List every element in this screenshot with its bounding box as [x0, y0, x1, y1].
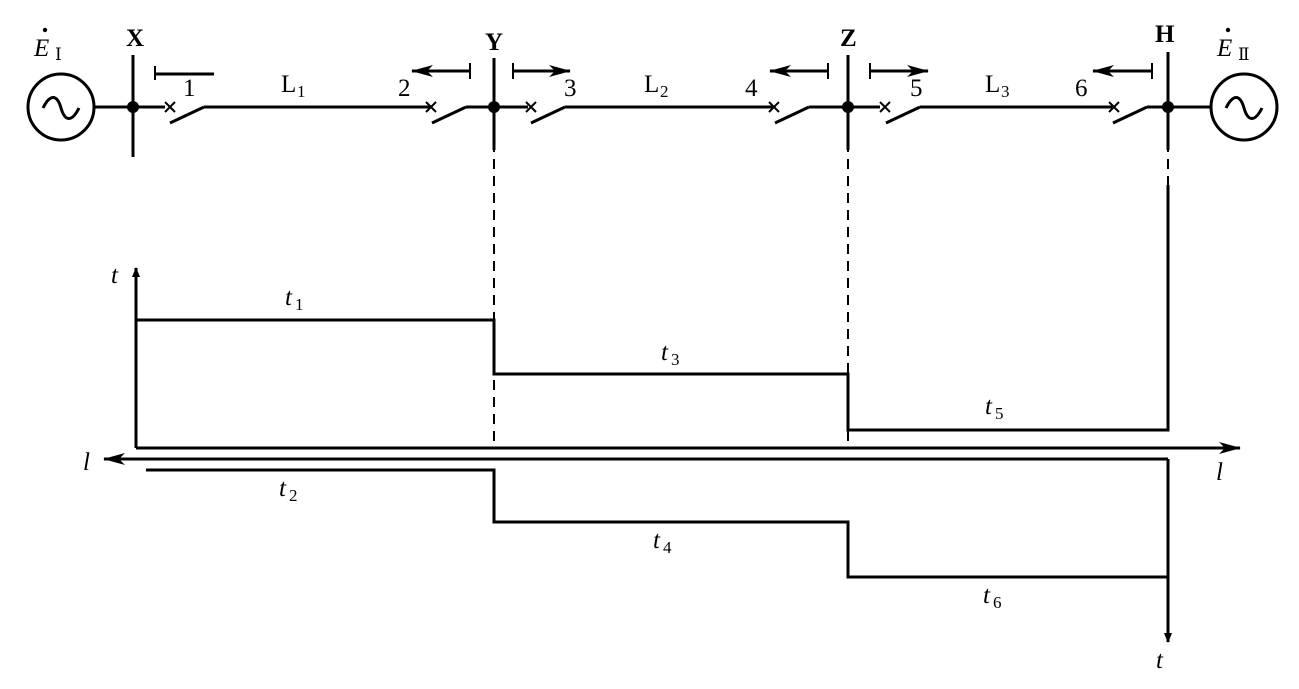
breaker-2-label: 2	[398, 75, 411, 102]
bus-h: H	[1155, 21, 1175, 150]
line-l2-label: L	[644, 71, 659, 98]
lower-t-axis-label: t	[1156, 647, 1164, 674]
source-e1-dot-accent	[42, 27, 48, 33]
breaker-4: 4	[745, 75, 810, 125]
breaker-2: 2	[398, 75, 467, 125]
direction-indicator-6	[1092, 63, 1153, 79]
line-l3-label: L	[985, 71, 1000, 98]
line-l1-label: L	[281, 71, 296, 98]
breaker-cross-icon	[1108, 101, 1120, 113]
sine-wave-icon	[1224, 96, 1264, 120]
source-e2-dot-accent	[1225, 27, 1231, 33]
breaker-contact	[431, 105, 467, 125]
time-t3-label: t	[661, 339, 669, 366]
breaker-contact	[1112, 105, 1148, 125]
source-e2-subscript: Ⅱ	[1238, 45, 1250, 64]
time-t2-subscript: 2	[289, 486, 298, 505]
time-t2-label: t	[279, 475, 287, 502]
time-t1-subscript: 1	[295, 295, 304, 314]
time-t5-label: t	[985, 393, 993, 420]
breaker-cross-icon	[879, 101, 891, 113]
time-t5-subscript: 5	[995, 404, 1004, 423]
breaker-contact	[885, 105, 921, 125]
lower-l-axis-label: l	[83, 449, 90, 476]
breaker-1-label: 1	[183, 75, 196, 102]
time-t3-subscript: 3	[671, 350, 680, 369]
line-l3: 5 6 L 3	[848, 71, 1168, 125]
breaker-cross-icon	[164, 101, 176, 113]
time-t6-subscript: 6	[993, 593, 1002, 612]
sine-wave-icon	[41, 96, 81, 120]
upper-staircase	[136, 185, 1170, 432]
breaker-cross-icon	[425, 101, 437, 113]
breaker-3: 3	[525, 75, 577, 125]
breaker-3-label: 3	[564, 75, 577, 102]
line-l3-subscript: 3	[1001, 82, 1010, 101]
time-t4-subscript: 4	[663, 538, 672, 557]
bus-y-label: Y	[485, 29, 503, 56]
breaker-contact	[774, 105, 810, 125]
bus-h-label: H	[1155, 21, 1175, 48]
direction-indicator-2	[411, 63, 471, 79]
lower-staircase	[146, 468, 1168, 579]
time-t1-label: t	[285, 284, 293, 311]
line-l2-subscript: 2	[660, 82, 669, 101]
source-e1-subscript: Ⅰ	[55, 45, 62, 64]
direction-indicator-4	[769, 63, 829, 79]
direction-indicator-1	[154, 66, 214, 80]
breaker-4-label: 4	[745, 75, 758, 102]
breaker-contact	[530, 105, 566, 125]
line-l1-subscript: 1	[297, 82, 306, 101]
source-e1-symbol: E	[33, 35, 49, 62]
source-e1: E Ⅰ	[26, 27, 96, 142]
direction-indicator-5	[869, 63, 929, 79]
line-l1: 1 2 L 1	[133, 71, 494, 125]
breaker-cross-icon	[525, 101, 537, 113]
breaker-contact	[169, 105, 205, 125]
time-t6-label: t	[983, 582, 991, 609]
upper-l-axis-label: l	[1216, 459, 1223, 486]
breaker-5-label: 5	[910, 75, 923, 102]
breaker-cross-icon	[768, 101, 780, 113]
breaker-1: 1	[164, 75, 205, 125]
source-e2: E Ⅱ	[1209, 27, 1279, 142]
breaker-5: 5	[879, 75, 923, 125]
breaker-6-label: 6	[1075, 75, 1088, 102]
time-t4-label: t	[653, 527, 661, 554]
bus-x: X	[126, 25, 144, 157]
bus-x-label: X	[126, 25, 144, 52]
source-e2-symbol: E	[1216, 35, 1232, 62]
bus-z-label: Z	[840, 25, 857, 52]
line-l2: 3 4 L 2	[494, 71, 848, 125]
breaker-6: 6	[1075, 75, 1148, 125]
direction-indicator-3	[512, 63, 571, 79]
upper-t-axis-label: t	[111, 262, 119, 289]
